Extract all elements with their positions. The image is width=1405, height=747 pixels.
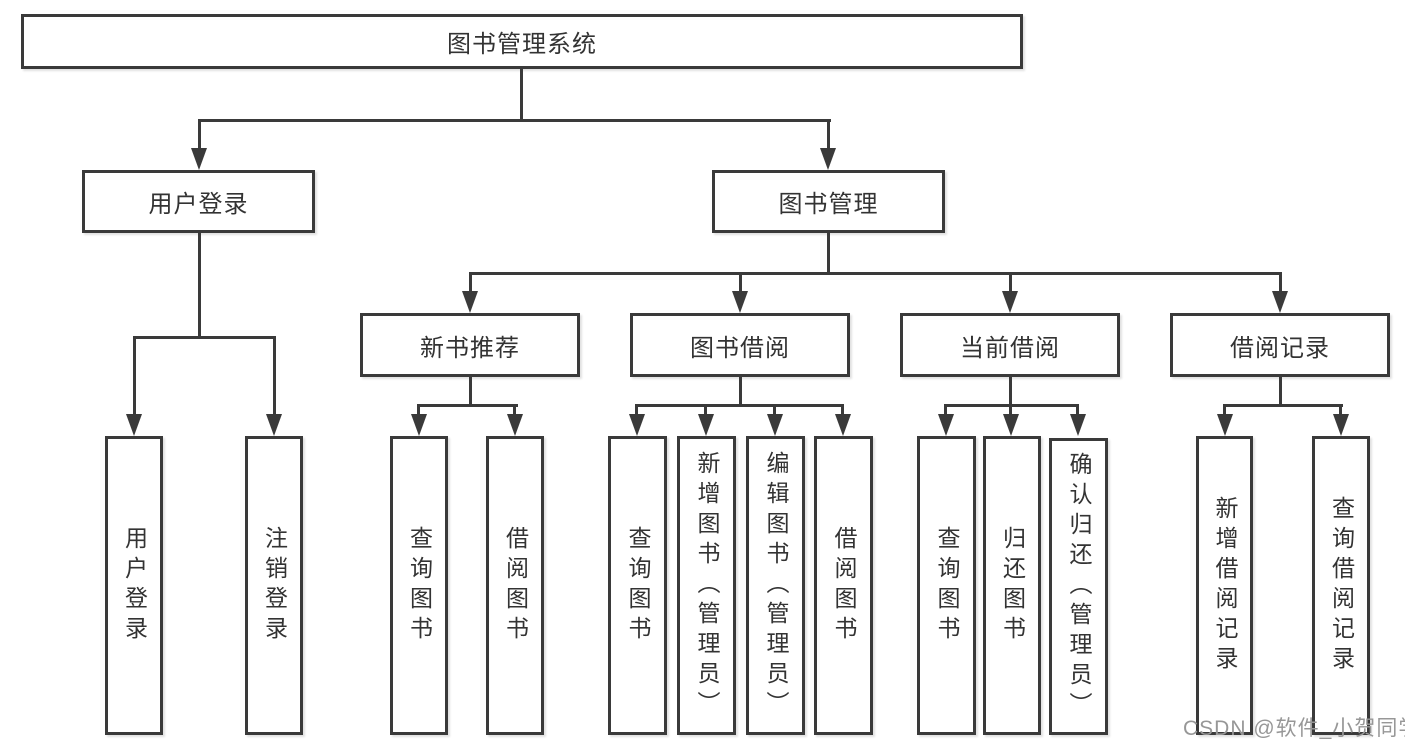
arrow-down-icon bbox=[732, 291, 748, 313]
leaf-borrow-add-books-admin-label: 新增图书（管理员） bbox=[694, 450, 720, 721]
leaf-records-add-record: 新增借阅记录 bbox=[1196, 436, 1253, 735]
arrow-down-icon bbox=[1272, 291, 1288, 313]
node-new-book-rec-label: 新书推荐 bbox=[420, 334, 520, 362]
connector-line bbox=[1076, 404, 1079, 416]
connector-line bbox=[635, 404, 844, 407]
arrow-down-icon bbox=[191, 148, 207, 170]
connector-line bbox=[739, 377, 742, 407]
leaf-newbook-borrow-books: 借阅图书 bbox=[486, 436, 544, 735]
leaf-newbook-query-books: 查询图书 bbox=[390, 436, 448, 735]
arrow-down-icon bbox=[1070, 414, 1086, 436]
arrow-down-icon bbox=[938, 414, 954, 436]
node-user-login: 用户登录 bbox=[82, 170, 315, 233]
connector-line bbox=[133, 336, 136, 416]
arrow-down-icon bbox=[507, 414, 523, 436]
connector-line bbox=[841, 404, 844, 416]
arrow-down-icon bbox=[1333, 414, 1349, 436]
node-user-login-label: 用户登录 bbox=[148, 191, 249, 218]
connector-line bbox=[739, 272, 742, 294]
leaf-borrow-edit-books-admin-label: 编辑图书（管理员） bbox=[763, 450, 789, 721]
arrow-down-icon bbox=[629, 414, 645, 436]
node-book-mgmt: 图书管理 bbox=[712, 170, 945, 233]
leaf-newbook-borrow-books-label: 借阅图书 bbox=[502, 525, 529, 646]
connector-line bbox=[1339, 404, 1342, 416]
leaf-current-query-books-label: 查询图书 bbox=[934, 525, 960, 646]
connector-line bbox=[773, 404, 776, 416]
arrow-down-icon bbox=[126, 414, 142, 436]
connector-line bbox=[1223, 404, 1226, 416]
node-current-borrow: 当前借阅 bbox=[900, 313, 1120, 377]
arrow-down-icon bbox=[820, 148, 836, 170]
leaf-borrow-query-books: 查询图书 bbox=[608, 436, 667, 735]
connector-line bbox=[827, 119, 830, 152]
node-root-label: 图书管理系统 bbox=[447, 31, 597, 58]
leaf-current-confirm-return-admin-label: 确认归还（管理员） bbox=[1066, 451, 1092, 722]
leaf-current-return-books-label: 归还图书 bbox=[999, 525, 1026, 646]
arrow-down-icon bbox=[767, 414, 783, 436]
arrow-down-icon bbox=[462, 291, 478, 313]
leaf-borrow-borrow-books-label: 借阅图书 bbox=[831, 525, 857, 646]
connector-line bbox=[469, 272, 472, 294]
node-root: 图书管理系统 bbox=[21, 14, 1023, 69]
arrow-down-icon bbox=[1003, 414, 1019, 436]
node-book-borrow: 图书借阅 bbox=[630, 313, 850, 377]
node-borrow-records-label: 借阅记录 bbox=[1230, 334, 1330, 362]
connector-line bbox=[469, 272, 1282, 275]
leaf-current-confirm-return-admin: 确认归还（管理员） bbox=[1049, 438, 1108, 735]
connector-line bbox=[469, 377, 472, 407]
connector-line bbox=[1009, 404, 1012, 416]
leaf-borrow-borrow-books: 借阅图书 bbox=[814, 436, 873, 735]
connector-line bbox=[1009, 272, 1012, 294]
arrow-down-icon bbox=[1002, 291, 1018, 313]
leaf-newbook-query-books-label: 查询图书 bbox=[406, 525, 433, 646]
connector-line bbox=[944, 404, 947, 416]
leaf-logout: 注销登录 bbox=[245, 436, 303, 735]
connector-line bbox=[198, 233, 201, 339]
connector-line bbox=[827, 233, 830, 275]
node-book-mgmt-label: 图书管理 bbox=[778, 191, 879, 218]
leaf-records-query-record-label: 查询借阅记录 bbox=[1328, 495, 1355, 676]
leaf-borrow-add-books-admin: 新增图书（管理员） bbox=[677, 436, 736, 735]
connector-line bbox=[198, 119, 201, 152]
connector-line bbox=[704, 404, 707, 416]
connector-line bbox=[1223, 404, 1343, 407]
arrow-down-icon bbox=[411, 414, 427, 436]
connector-line bbox=[1279, 272, 1282, 294]
csdn-watermark: CSDN @软件_小贺同学 bbox=[1183, 717, 1405, 740]
node-current-borrow-label: 当前借阅 bbox=[960, 334, 1060, 362]
leaf-logout-label: 注销登录 bbox=[261, 525, 288, 646]
connector-line bbox=[1279, 377, 1282, 407]
arrow-down-icon bbox=[1217, 414, 1233, 436]
leaf-current-return-books: 归还图书 bbox=[983, 436, 1041, 735]
arrow-down-icon bbox=[266, 414, 282, 436]
leaf-records-query-record: 查询借阅记录 bbox=[1312, 436, 1370, 735]
connector-line bbox=[417, 404, 518, 407]
leaf-borrow-query-books-label: 查询图书 bbox=[625, 525, 651, 646]
leaf-records-add-record-label: 新增借阅记录 bbox=[1212, 495, 1238, 676]
connector-line bbox=[1009, 377, 1012, 407]
leaf-user-login-label: 用户登录 bbox=[121, 525, 148, 646]
node-book-borrow-label: 图书借阅 bbox=[690, 334, 790, 362]
connector-line bbox=[635, 404, 638, 416]
leaf-user-login: 用户登录 bbox=[105, 436, 163, 735]
leaf-borrow-edit-books-admin: 编辑图书（管理员） bbox=[746, 436, 805, 735]
connector-line bbox=[417, 404, 420, 416]
node-new-book-rec: 新书推荐 bbox=[360, 313, 580, 377]
node-borrow-records: 借阅记录 bbox=[1170, 313, 1390, 377]
connector-line bbox=[133, 336, 276, 339]
connector-line bbox=[520, 69, 523, 121]
leaf-current-query-books: 查询图书 bbox=[917, 436, 976, 735]
connector-line bbox=[273, 336, 276, 416]
arrow-down-icon bbox=[698, 414, 714, 436]
arrow-down-icon bbox=[835, 414, 851, 436]
connector-line bbox=[198, 119, 831, 122]
connector-line bbox=[513, 404, 516, 416]
